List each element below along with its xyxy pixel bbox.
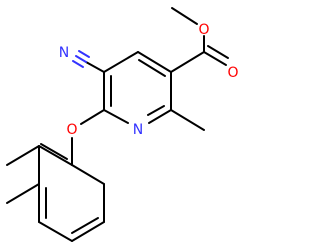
pyridine-ring	[103, 51, 172, 124]
methyl-ester-group: O O	[170, 7, 239, 81]
bond-ester-oxygen-methyl	[171, 7, 198, 25]
bond-triple-3	[72, 60, 84, 68]
bond-ring-c5-n-inner	[147, 105, 165, 116]
ring-nitrogen-label: N	[133, 122, 143, 138]
bond-aryl-c3-c4-alt	[6, 183, 40, 204]
bond-ring-c3-c4-inner	[138, 59, 166, 77]
bond-triple-1	[75, 55, 87, 63]
bond-aryl-c1-c2	[38, 145, 73, 166]
bond-c4-carbonyl-carbon	[170, 51, 205, 73]
bond-aryl-c6-c7-inner	[71, 217, 99, 234]
bond-aryl-c8-c1	[71, 164, 105, 185]
bond-carbonyl-oxygen-double	[207, 45, 229, 59]
bond-triple-2	[78, 50, 90, 58]
bond-aryl-c6-c7	[71, 221, 105, 242]
bond-ring-c3-c4	[137, 51, 172, 73]
bond-ring-c2-c3	[103, 51, 139, 73]
bond-ring-methyl	[170, 109, 205, 131]
dimethylphenyl-ring	[6, 143, 105, 242]
bond-aryl-c5-c6	[38, 221, 73, 242]
molecule-structure: N N O O O	[6, 7, 239, 242]
bond-aryl-c1-c2-inner	[40, 143, 68, 160]
ether-linkage: O	[66, 109, 105, 166]
bond-ring-c5-n	[148, 109, 172, 124]
nitrile-nitrogen-label: N	[59, 45, 69, 61]
bond-carbonyl-oxygen	[203, 51, 227, 66]
bond-aryl-c2-c3	[6, 145, 40, 166]
ether-oxygen-label: O	[66, 122, 77, 138]
bond-c2-nitrile-carbon	[85, 61, 105, 73]
nitrile-group: N	[59, 45, 105, 73]
bond-ring-n-c6	[103, 109, 129, 124]
bond-c6-ether-oxygen	[80, 109, 105, 125]
carbonyl-oxygen-label: O	[227, 65, 238, 81]
ester-oxygen-label: O	[198, 22, 209, 38]
